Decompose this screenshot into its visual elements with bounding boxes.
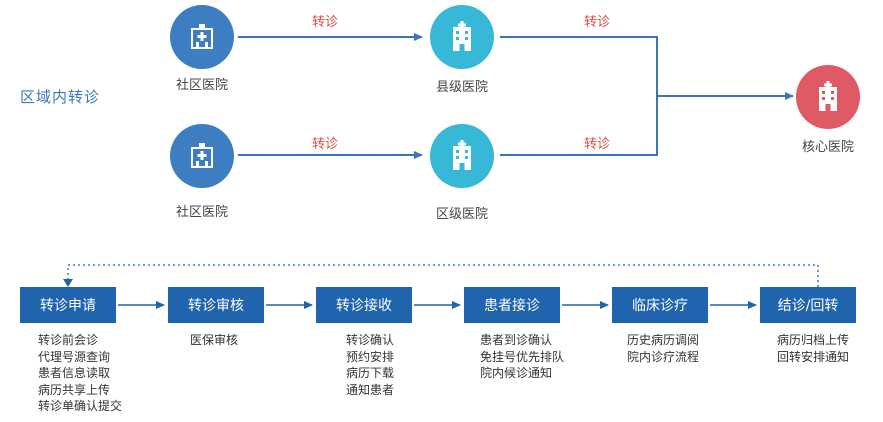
step-details-patient-admission: 患者到诊确认 免挂号优先排队 院内候诊通知 xyxy=(480,332,564,382)
node-district xyxy=(430,124,494,188)
step-referral-review: 转诊审核 xyxy=(168,287,264,323)
edge-label-bottom-left: 转诊 xyxy=(311,137,338,152)
region-title: 区域内转诊 xyxy=(20,88,101,106)
detail-item: 转诊单确认提交 xyxy=(38,399,123,413)
node-label-district: 区级医院 xyxy=(435,207,488,222)
node-label-county: 县级医院 xyxy=(435,80,488,95)
step-patient-admission: 患者接诊 xyxy=(464,287,560,323)
detail-item: 转诊确认 xyxy=(346,333,395,347)
node-county xyxy=(430,5,494,69)
detail-item: 院内诊疗流程 xyxy=(627,349,700,364)
detail-item: 患者信息读取 xyxy=(38,366,111,380)
step-referral-request: 转诊申请 xyxy=(20,287,116,323)
detail-item: 通知患者 xyxy=(346,382,395,397)
node-community-bottom xyxy=(170,124,234,188)
step-discharge-return: 结诊/回转 xyxy=(760,287,856,323)
step-details-clinical-treatment: 历史病历调阅 院内诊疗流程 xyxy=(627,332,699,365)
node-community-top xyxy=(170,5,234,69)
node-label-community-top: 社区医院 xyxy=(175,78,228,93)
detail-item: 病历下载 xyxy=(346,366,395,380)
detail-item: 代理号源查询 xyxy=(38,349,111,364)
detail-item: 病历共享上传 xyxy=(38,382,111,397)
hospital-cross-icon xyxy=(191,24,213,49)
return-loop-arrowhead xyxy=(63,279,73,287)
step-clinical-treatment: 临床诊疗 xyxy=(612,287,708,323)
node-label-core: 核心医院 xyxy=(801,140,854,155)
hospital-building-icon xyxy=(453,21,471,51)
hospital-building-icon xyxy=(819,81,837,111)
detail-item: 患者到诊确认 xyxy=(480,333,553,347)
detail-item: 免挂号优先排队 xyxy=(480,349,565,364)
step-details-referral-receive: 转诊确认 预约安排 病历下载 通知患者 xyxy=(346,332,394,398)
step-details-referral-request: 转诊前会诊 代理号源查询 患者信息读取 病历共享上传 转诊单确认提交 xyxy=(38,332,122,415)
detail-item: 医保审核 xyxy=(190,333,239,347)
edge-label-top-right: 转诊 xyxy=(583,15,610,30)
detail-item: 转诊前会诊 xyxy=(38,333,99,347)
edge-label-top-left: 转诊 xyxy=(311,15,338,30)
hospital-cross-icon xyxy=(191,143,213,168)
step-details-discharge-return: 病历归档上传 回转安排通知 xyxy=(777,332,849,365)
node-core xyxy=(796,65,860,129)
detail-item: 历史病历调阅 xyxy=(627,333,700,347)
detail-item: 病历归档上传 xyxy=(777,333,850,347)
return-loop xyxy=(67,264,819,287)
step-details-referral-review: 医保审核 xyxy=(190,332,238,349)
detail-item: 预约安排 xyxy=(346,349,395,364)
detail-item: 院内候诊通知 xyxy=(480,366,553,380)
hospital-building-icon xyxy=(453,140,471,170)
edge-label-bottom-right: 转诊 xyxy=(583,137,610,152)
detail-item: 回转安排通知 xyxy=(777,349,850,364)
node-label-community-bottom: 社区医院 xyxy=(175,205,228,220)
step-referral-receive: 转诊接收 xyxy=(316,287,412,323)
